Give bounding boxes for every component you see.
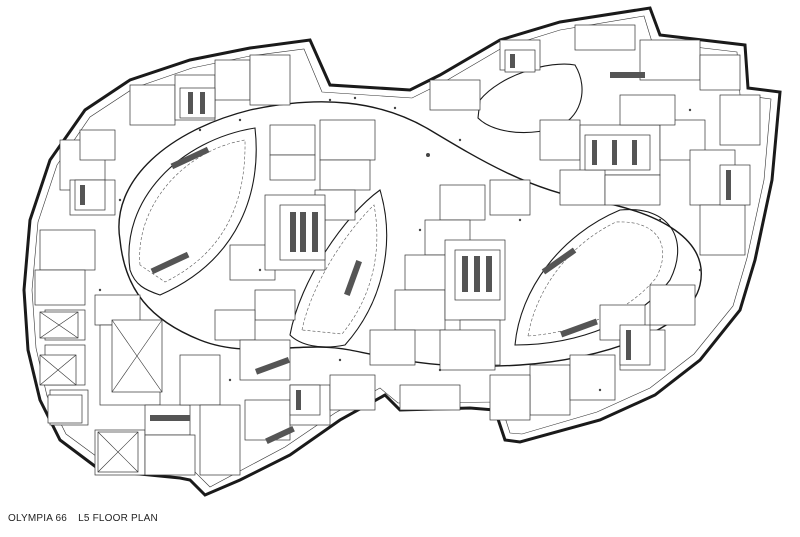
building-outline bbox=[22, 6, 782, 497]
service-cores bbox=[74, 49, 751, 416]
left-stair-cores bbox=[39, 311, 163, 473]
plan-caption: OLYMPIA 66 L5 FLOOR PLAN bbox=[8, 513, 158, 524]
column-grid bbox=[98, 96, 702, 392]
center-void-dash bbox=[301, 204, 378, 335]
lower-middle-rooms bbox=[239, 339, 461, 441]
sheet-title: L5 FLOOR PLAN bbox=[78, 513, 158, 524]
left-store-blocks bbox=[34, 139, 241, 476]
left-atrium-dash bbox=[139, 139, 246, 283]
escalators bbox=[150, 72, 645, 445]
right-atrium-dash bbox=[527, 221, 664, 337]
project-name: OLYMPIA 66 bbox=[8, 513, 68, 524]
left-atrium-void bbox=[128, 127, 257, 296]
